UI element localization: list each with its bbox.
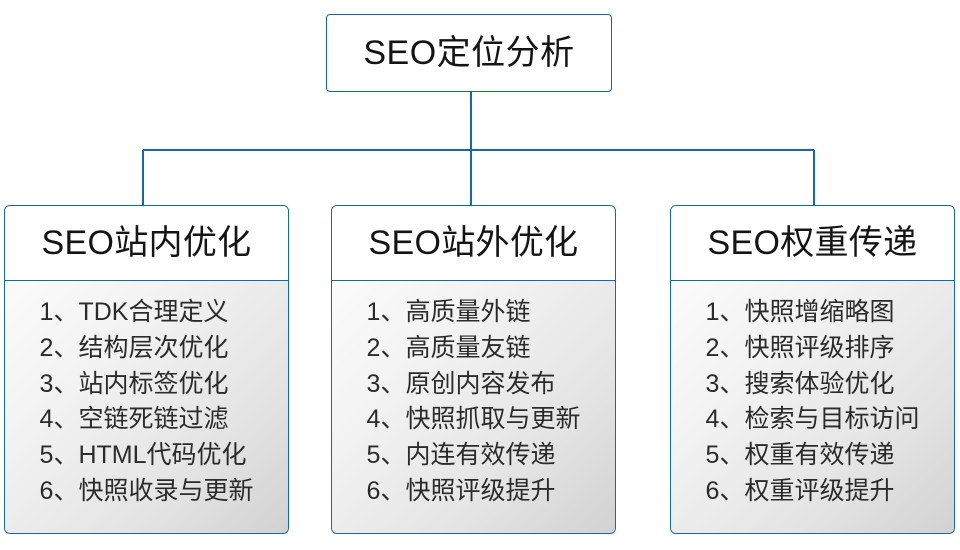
list-item: 3、原创内容发布 [366,369,556,398]
list-item: 2、快照评级排序 [705,333,895,362]
branch-onsite-list: 1、TDK合理定义 2、结构层次优化 3、站内标签优化 4、空链死链过滤 5、H… [40,295,254,510]
branch-weight-list: 1、快照增缩略图 2、快照评级排序 3、搜索体验优化 4、检索与目标访问 5、权… [706,295,920,510]
list-item: 6、快照收录与更新 [39,476,254,505]
branch-weight-header: SEO权重传递 [671,206,954,281]
list-item: 2、高质量友链 [366,333,531,362]
branch-weight[interactable]: SEO权重传递 1、快照增缩略图 2、快照评级排序 3、搜索体验优化 4、检索与… [670,205,955,534]
root-node[interactable]: SEO定位分析 [326,14,612,92]
branch-offsite-body: 1、高质量外链 2、高质量友链 3、原创内容发布 4、快照抓取与更新 5、内连有… [332,281,615,533]
list-item: 1、快照增缩略图 [705,298,895,326]
list-item: 5、HTML代码优化 [39,441,247,469]
list-item: 1、高质量外链 [366,298,531,326]
branch-weight-body: 1、快照增缩略图 2、快照评级排序 3、搜索体验优化 4、检索与目标访问 5、权… [671,281,954,533]
list-item: 4、空链死链过滤 [39,405,229,434]
list-item: 6、权重评级提升 [705,476,895,505]
list-item: 5、内连有效传递 [366,441,556,469]
branch-offsite-title: SEO站外优化 [368,224,579,262]
list-item: 5、权重有效传递 [705,441,895,469]
list-item: 1、TDK合理定义 [39,298,229,326]
list-item: 4、检索与目标访问 [705,405,920,434]
list-item: 3、站内标签优化 [39,369,229,398]
list-item: 2、结构层次优化 [39,333,229,362]
branch-onsite-body: 1、TDK合理定义 2、结构层次优化 3、站内标签优化 4、空链死链过滤 5、H… [5,281,288,533]
branch-onsite[interactable]: SEO站内优化 1、TDK合理定义 2、结构层次优化 3、站内标签优化 4、空链… [4,205,289,534]
branch-onsite-title: SEO站内优化 [41,224,252,262]
branch-onsite-header: SEO站内优化 [5,206,288,281]
list-item: 6、快照评级提升 [366,476,556,505]
list-item: 3、搜索体验优化 [705,369,895,398]
branch-weight-title: SEO权重传递 [707,224,918,262]
branch-offsite-header: SEO站外优化 [332,206,615,281]
list-item: 4、快照抓取与更新 [366,405,581,434]
root-node-label: SEO定位分析 [363,34,575,72]
branch-offsite-list: 1、高质量外链 2、高质量友链 3、原创内容发布 4、快照抓取与更新 5、内连有… [367,295,581,510]
branch-offsite[interactable]: SEO站外优化 1、高质量外链 2、高质量友链 3、原创内容发布 4、快照抓取与… [331,205,616,534]
